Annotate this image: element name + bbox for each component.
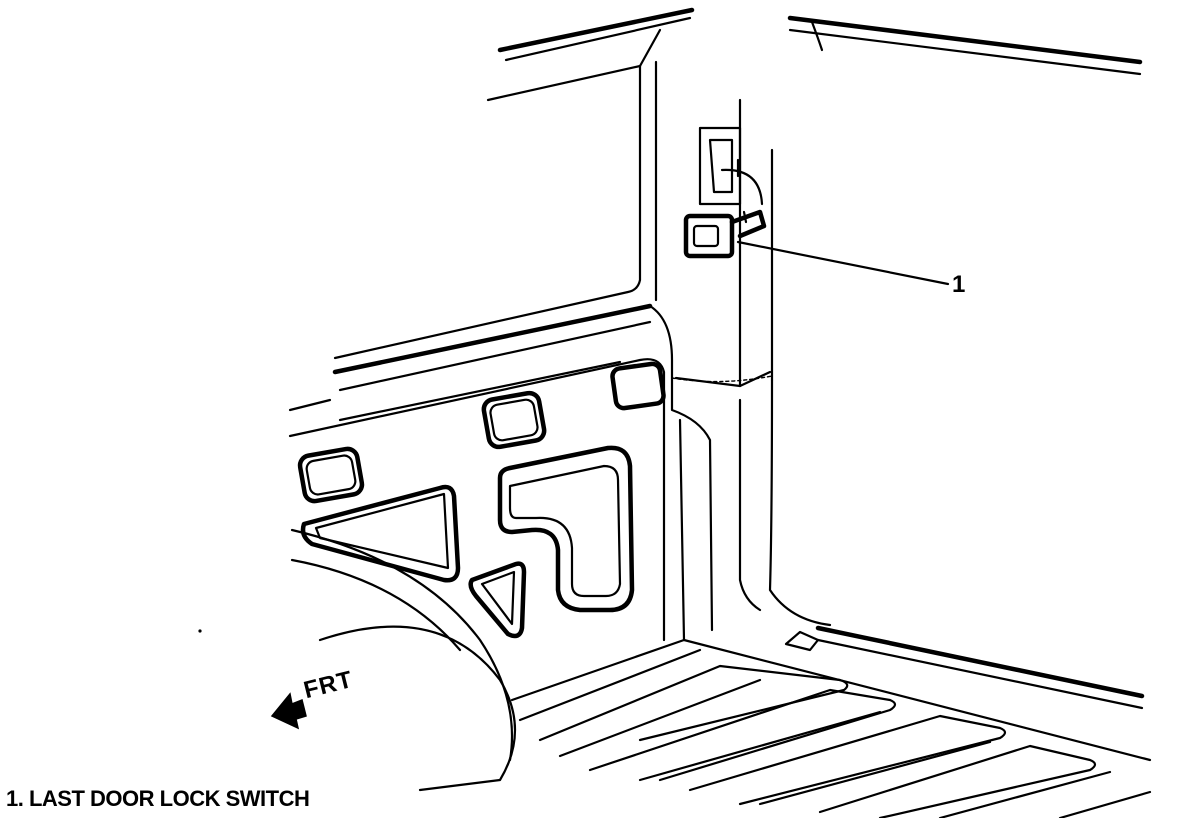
legend-item-1: 1. LAST DOOR LOCK SWITCH bbox=[6, 786, 310, 812]
callout-number-1: 1 bbox=[952, 271, 966, 298]
inner-panel bbox=[288, 358, 666, 642]
d-pillar bbox=[648, 98, 832, 642]
lock-switch bbox=[683, 209, 767, 259]
callout-leader-line bbox=[736, 240, 950, 286]
roof-lines bbox=[486, 7, 1143, 102]
quarter-window bbox=[288, 60, 658, 412]
dot-mark bbox=[198, 629, 202, 633]
cargo-floor bbox=[510, 638, 1152, 818]
legend-label: LAST DOOR LOCK SWITCH bbox=[28, 786, 310, 811]
front-arrow-icon bbox=[270, 692, 307, 730]
latch-striker bbox=[698, 126, 764, 206]
legend-number: 1. bbox=[6, 786, 24, 811]
rear-opening bbox=[784, 625, 1145, 710]
wheel-well bbox=[290, 528, 516, 792]
